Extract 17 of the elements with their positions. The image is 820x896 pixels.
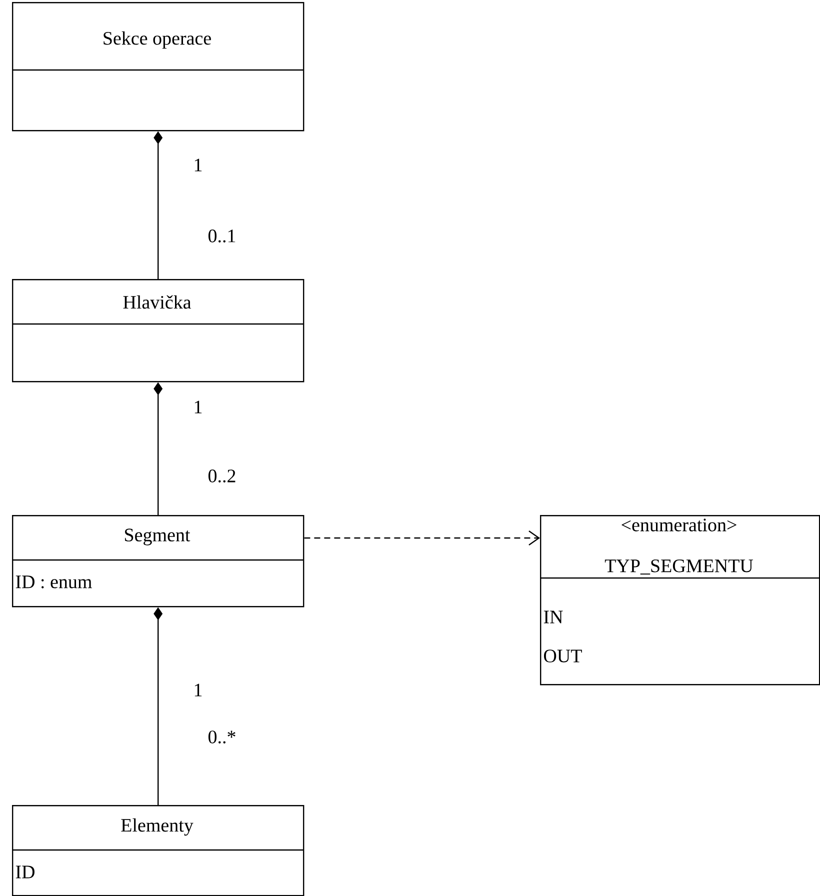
multiplicity-label: 1	[194, 684, 202, 696]
class-label: ID : enum	[16, 576, 92, 588]
class-label: Segment	[125, 528, 190, 546]
class-label: <enumeration>	[622, 518, 736, 532]
class-label: Sekce operace	[104, 31, 211, 49]
multiplicity-label: 0..*	[208, 730, 236, 744]
class-label: OUT	[544, 650, 582, 662]
multiplicity-label: 0..2	[208, 470, 236, 482]
class-label: Elementy	[121, 818, 194, 836]
class-label: Hlavička	[123, 295, 192, 309]
class-label: ID	[16, 866, 34, 878]
multiplicity-label: 1	[194, 400, 202, 414]
multiplicity-label: 1	[194, 158, 202, 172]
association-line	[304, 530, 540, 546]
multiplicity-label: 0..1	[208, 230, 236, 242]
class-label: IN	[544, 610, 563, 624]
class-label: TYP_SEGMENTU	[604, 560, 753, 575]
